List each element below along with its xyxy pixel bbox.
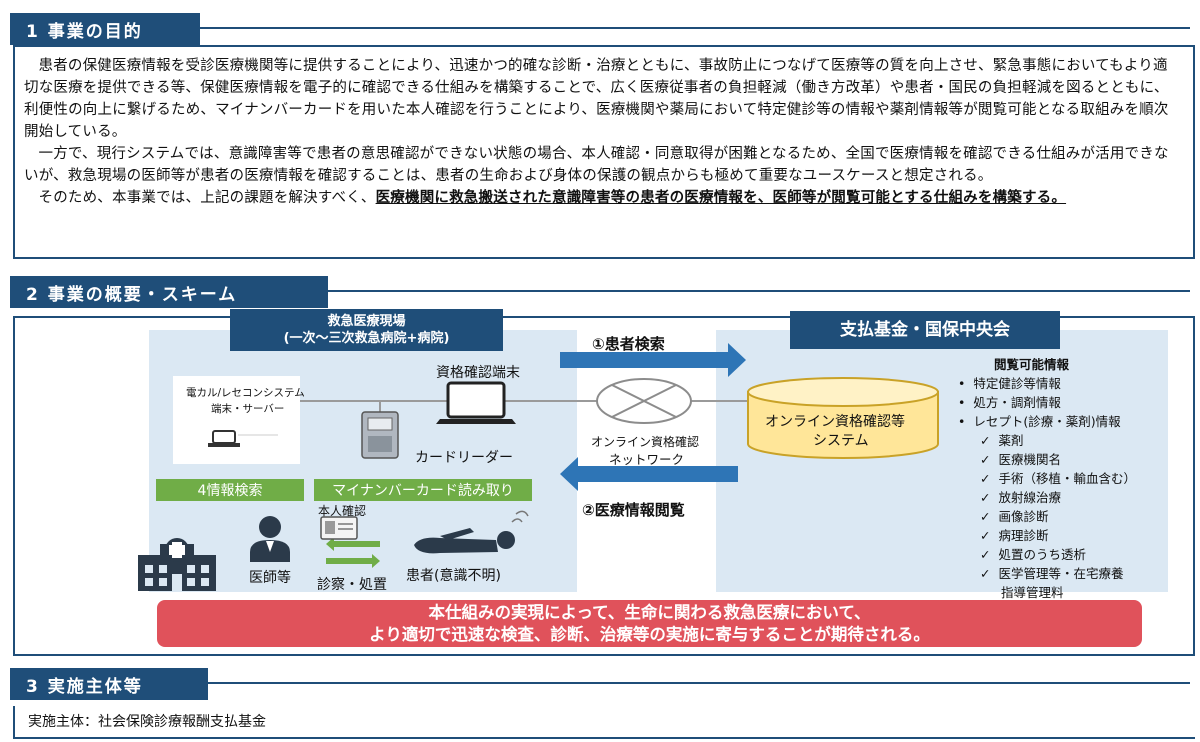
exam-label: 診察・処置	[317, 577, 387, 593]
mynumber-read-tag: マイナンバーカード読み取り	[314, 479, 532, 501]
banner-line2: より適切で迅速な検査、診断、治療等の実施に寄与することが期待される。	[369, 625, 930, 644]
check-icon: ✓	[980, 490, 991, 505]
right-panel-title: 支払基金・国保中央会	[790, 311, 1060, 349]
section2-header: 2 事業の概要・スキーム	[10, 276, 328, 308]
patient-icon	[414, 510, 529, 554]
left-panel-title-line2: (一次～三次救急病院+病院)	[283, 331, 450, 346]
viewable-info-bullet: • 処方・調剤情報	[958, 395, 1061, 410]
section1-box	[13, 45, 1195, 259]
patient-label: 患者(意識不明)	[406, 568, 501, 584]
system-box-label-line1: 電カル/レセコンシステム	[186, 387, 305, 399]
section3-box	[13, 706, 15, 738]
right-panel	[716, 330, 1168, 592]
expected-outcome-banner: 本仕組みの実現によって、生命に関わる救急医療において、 より適切で迅速な検査、診…	[157, 600, 1142, 647]
arrow-medical-info-label: ②医療情報閲覧	[582, 501, 685, 519]
section2-heading: 2 事業の概要・スキーム	[10, 276, 328, 308]
exam-arrows	[326, 537, 380, 568]
viewable-info-check: ✓ 放射線治療	[980, 490, 1061, 505]
database-icon	[747, 377, 939, 459]
check-icon: ✓	[980, 433, 991, 448]
system-box	[173, 376, 300, 464]
viewable-info-check: ✓ 処置のうち透析	[980, 547, 1086, 562]
section1-paragraph-1: 患者の保健医療情報を受診医療機関等に提供することにより、迅速かつ的確な診断・治療…	[24, 58, 1169, 140]
four-info-search-tag: 4情報検索	[156, 479, 304, 501]
database-label-line2: システム	[813, 433, 869, 449]
system-box-label-line2: 端末・サーバー	[211, 403, 285, 415]
left-panel-title-line1: 救急医療現場	[327, 314, 406, 329]
section3-heading: 3 実施主体等	[10, 668, 208, 700]
banner-line1: 本仕組みの実現によって、生命に関わる救急医療において、	[428, 603, 871, 622]
check-icon: ✓	[980, 452, 991, 467]
viewable-info-check: ✓ 薬剤	[980, 433, 1024, 448]
network-label-line2: ネットワーク	[609, 452, 685, 467]
terminal-label: 資格確認端末	[436, 365, 520, 381]
arrow-patient-search	[560, 343, 746, 377]
doctor-label: 医師等	[249, 570, 291, 586]
section2-rule	[328, 290, 1190, 292]
identity-check-label: 本人確認	[318, 504, 367, 518]
hospital-icon	[138, 538, 216, 591]
section1-paragraph-2: 一方で、現行システムでは、意識障害等で患者の意思確認ができない状態の場合、本人確…	[24, 146, 1169, 184]
viewable-info-check: ✓ 手術（移植・輸血含む）	[980, 471, 1136, 486]
database-label-line1: オンライン資格確認等	[765, 414, 905, 430]
arrow-patient-search-label: ①患者検索	[592, 335, 665, 353]
section1-rule	[200, 27, 1190, 29]
viewable-info-bullets: • 特定健診等情報 • 処方・調剤情報 • レセプト(診療・薬剤)情報	[958, 374, 1136, 431]
viewable-info-bullet: • 特定健診等情報	[958, 376, 1061, 391]
viewable-info-checks: ✓ 薬剤 ✓ 医療機関名 ✓ 手術（移植・輸血含む） ✓ 放射線治療 ✓ 画像診…	[958, 431, 1136, 602]
doctor-icon	[250, 516, 290, 562]
section1-paragraph-3-plain: そのため、本事業では、上記の課題を解決すべく、	[38, 190, 376, 206]
viewable-info-check: ✓ 医学管理等・在宅療養	[980, 566, 1124, 581]
left-panel-title: 救急医療現場 (一次～三次救急病院+病院)	[230, 309, 503, 351]
arrow-medical-info	[560, 457, 738, 491]
check-icon: ✓	[980, 471, 991, 486]
card-reader-icon	[361, 411, 399, 459]
section1-body: 患者の保健医療情報を受診医療機関等に提供することにより、迅速かつ的確な診断・治療…	[24, 55, 1174, 209]
viewable-info-check-cont: 指導管理料	[1001, 585, 1064, 600]
viewable-info-check: ✓ 病理診断	[980, 528, 1049, 543]
section3-rule	[208, 682, 1190, 684]
network-label-line1: オンライン資格確認	[591, 435, 700, 449]
check-icon: ✓	[980, 547, 991, 562]
my-number-card-icon	[320, 516, 358, 540]
section3-body: 実施主体：社会保険診療報酬支払基金	[28, 714, 266, 730]
section1-paragraph-3-emphasis: 医療機関に救急搬送された意識障害等の患者の医療情報を、医師等が閲覧可能とする仕組…	[375, 190, 1067, 206]
section1-header: 1 事業の目的	[10, 13, 200, 45]
viewable-info-check: ✓ 画像診断	[980, 509, 1049, 524]
terminal-small-icon	[208, 430, 278, 447]
section1-heading: 1 事業の目的	[10, 13, 200, 45]
laptop-icon	[436, 381, 516, 424]
viewable-info-check: ✓ 医療機関名	[980, 452, 1061, 467]
check-icon: ✓	[980, 566, 991, 581]
section3-box-bottom	[13, 737, 1195, 739]
check-icon: ✓	[980, 509, 991, 524]
viewable-info: 閲覧可能情報 • 特定健診等情報 • 処方・調剤情報 • レセプト(診療・薬剤)…	[958, 355, 1136, 602]
viewable-info-title: 閲覧可能情報	[994, 357, 1070, 372]
card-reader-label: カードリーダー	[415, 450, 513, 466]
viewable-info-bullet: • レセプト(診療・薬剤)情報	[958, 414, 1121, 429]
section3-header: 3 実施主体等	[10, 668, 208, 700]
check-icon: ✓	[980, 528, 991, 543]
section1-paragraph-3: そのため、本事業では、上記の課題を解決すべく、医療機関に救急搬送された意識障害等…	[24, 187, 1174, 209]
